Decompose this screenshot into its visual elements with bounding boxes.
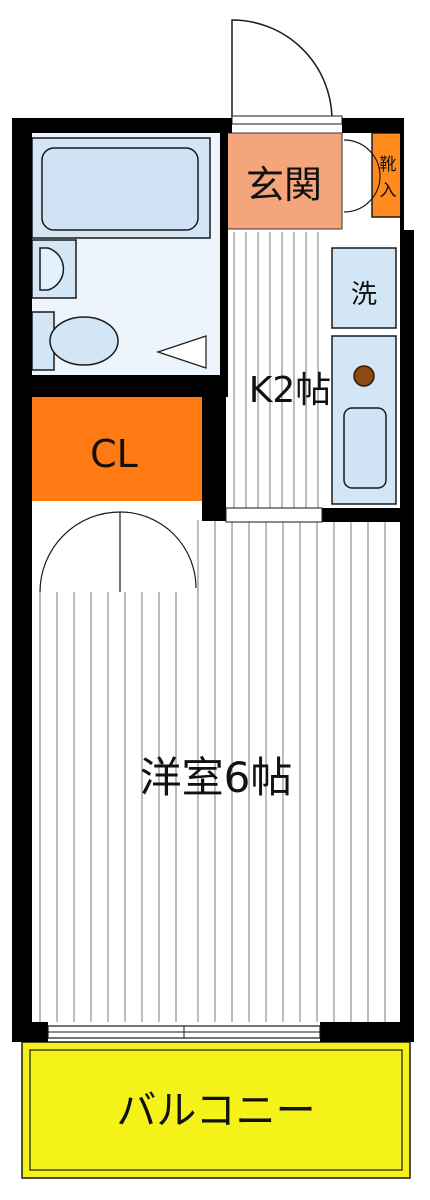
balcony-floor <box>21 1041 411 1179</box>
washer-label: 洗 <box>351 280 377 310</box>
entrance-door-frame <box>231 115 343 125</box>
closet-floor <box>32 397 202 501</box>
entrance-floor <box>225 132 343 230</box>
closet-door-left <box>39 511 121 593</box>
washbasin-bowl <box>39 247 65 291</box>
wall-bath-right <box>220 118 228 376</box>
bath-door-mark <box>156 335 207 369</box>
kitchen-sink <box>343 407 387 489</box>
stove-icon <box>353 365 375 387</box>
kitchen-floor-lines <box>233 232 319 512</box>
wall-right <box>400 230 414 1038</box>
toilet-bowl <box>49 316 119 366</box>
western-label: 洋室6帖 <box>140 753 293 802</box>
wall-bottom-right <box>320 1022 414 1042</box>
entrance-door-swing <box>231 19 333 119</box>
wall-top-right <box>342 118 404 133</box>
shoe-door-swing <box>343 139 381 213</box>
wall-left <box>12 118 32 1038</box>
closet-door-right <box>119 511 197 589</box>
western-floor-lines <box>39 520 386 1022</box>
wall-right-top <box>400 133 404 233</box>
getabako-label-2: 入 <box>380 181 397 201</box>
closet-label: CL <box>90 432 138 476</box>
genkan-label: 玄関 <box>246 163 322 207</box>
wall-top-left <box>12 118 232 133</box>
room-divider-opening <box>225 507 323 523</box>
wall-closet-right <box>202 397 226 521</box>
wall-kitchen-bottom <box>322 508 414 522</box>
shoe-cabinet <box>371 132 403 218</box>
kitchen-label: K2帖 <box>249 370 332 411</box>
bathtub-basin <box>41 147 199 231</box>
wall-closet-bottom <box>12 501 32 521</box>
washer-pan <box>331 247 397 329</box>
wall-bottom-left <box>12 1022 48 1042</box>
wall-bath-bottom <box>12 375 228 397</box>
getabako-label-1: 靴 <box>380 155 397 175</box>
balcony-label: バルコニー <box>116 1088 315 1134</box>
balcony-inner <box>29 1049 403 1171</box>
